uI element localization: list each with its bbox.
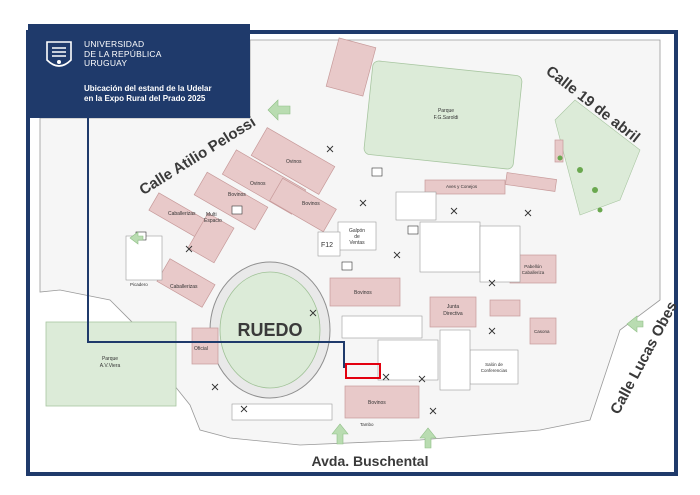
building-oficial xyxy=(191,327,219,365)
header-panel: UNIVERSIDAD DE LA REPÚBLICA URUGUAY Ubic… xyxy=(28,24,250,118)
label-ovinos-2: Ovinos xyxy=(250,181,266,187)
building-aves xyxy=(424,179,506,195)
entrance-arrow-icon xyxy=(129,99,644,449)
label-pabellon: Pabellón xyxy=(524,264,542,269)
block-stands-6 xyxy=(395,191,437,221)
label-galpon-2: de xyxy=(354,234,360,240)
label-casona: Casona xyxy=(534,329,550,334)
map-caption-line-1: Ubicación del estand de la Udelar xyxy=(84,84,212,93)
label-bovinos-mid: Bovinos xyxy=(302,201,320,207)
park-viera-label: Parque xyxy=(102,356,118,362)
building-ovinos xyxy=(250,127,336,195)
building-multi xyxy=(187,212,235,264)
label-oficial: Oficial xyxy=(194,346,208,352)
label-galpon: Galpón xyxy=(349,228,365,234)
label-caballerizas-1: Caballerizas xyxy=(168,211,196,217)
university-name-line-3: URUGUAY xyxy=(84,58,128,68)
tree-icon xyxy=(557,155,603,213)
label-caballerizas-2: Caballerizas xyxy=(170,284,198,290)
label-galpon-3: Ventas xyxy=(349,240,365,246)
street-buschental: Avda. Buschental xyxy=(312,453,429,469)
park-saroldi-label: Parque xyxy=(438,108,454,114)
block-stands-4 xyxy=(419,221,481,273)
label-tambo: Tambo xyxy=(360,422,374,427)
block-stands-2 xyxy=(377,339,439,381)
map-frame xyxy=(26,30,678,476)
park-viera-label-2: A.V.Viera xyxy=(100,363,121,369)
block-stands-5 xyxy=(479,225,521,283)
building-bovinos-center xyxy=(329,277,401,307)
label-bovinos-nw: Bovinos xyxy=(228,192,246,198)
building-bovinos-nw xyxy=(193,171,269,231)
park-saroldi xyxy=(363,60,523,170)
block-galpon xyxy=(337,221,377,251)
park-saroldi-label-2: F.G.Saroldi xyxy=(434,115,459,121)
food-icon xyxy=(185,145,532,415)
building-aves-2 xyxy=(505,172,557,192)
label-salon: Salón de xyxy=(485,362,503,367)
building-casona xyxy=(529,317,557,345)
block-stands-3 xyxy=(341,315,423,339)
building-small-2 xyxy=(554,139,564,163)
label-aves: Aves y Conejos xyxy=(446,184,478,189)
block-south-row xyxy=(231,403,333,421)
building-small-1 xyxy=(489,299,521,317)
buildings xyxy=(148,37,564,419)
university-name: UNIVERSIDAD DE LA REPÚBLICA URUGUAY xyxy=(84,39,162,69)
pavilion-blocks xyxy=(125,191,521,421)
block-picadero xyxy=(125,235,163,281)
label-picadero: Picadero xyxy=(130,282,148,287)
university-name-line-1: UNIVERSIDAD xyxy=(84,39,145,49)
building-bovinos-mid xyxy=(269,177,337,233)
building-junta xyxy=(429,296,477,328)
block-f12 xyxy=(317,231,341,257)
label-junta-2: Directiva xyxy=(443,311,463,317)
building-caballerizas-2 xyxy=(156,258,216,308)
block-stands-1 xyxy=(439,329,471,391)
label-multi-2: Espacio xyxy=(204,218,222,224)
block-salon xyxy=(469,349,519,385)
label-f12: F12 xyxy=(321,242,333,249)
grass-strip-east xyxy=(554,99,641,216)
label-bovinos-center: Bovinos xyxy=(354,290,372,296)
building-bovinos-south xyxy=(344,385,420,419)
map-caption: Ubicación del estand de la Udelar en la … xyxy=(84,84,212,104)
ruedo-label: RUEDO xyxy=(237,320,302,340)
label-ovinos: Ovinos xyxy=(286,159,302,165)
label-salon-2: Conferencias xyxy=(481,368,508,373)
university-name-line-2: DE LA REPÚBLICA xyxy=(84,48,162,59)
park-viera xyxy=(45,321,177,407)
label-multi: Multi xyxy=(206,212,217,218)
label-pabellon-2: Caballeriza xyxy=(522,270,545,275)
udelar-stand-highlight xyxy=(345,363,381,379)
university-seal-icon xyxy=(46,41,72,67)
label-bovinos-south: Bovinos xyxy=(368,400,386,406)
label-junta: Junta xyxy=(447,304,459,310)
map-caption-line-2: en la Expo Rural del Prado 2025 xyxy=(84,94,206,103)
building-top xyxy=(325,37,377,97)
connector-line xyxy=(87,118,345,368)
ruedo-field xyxy=(219,271,321,389)
